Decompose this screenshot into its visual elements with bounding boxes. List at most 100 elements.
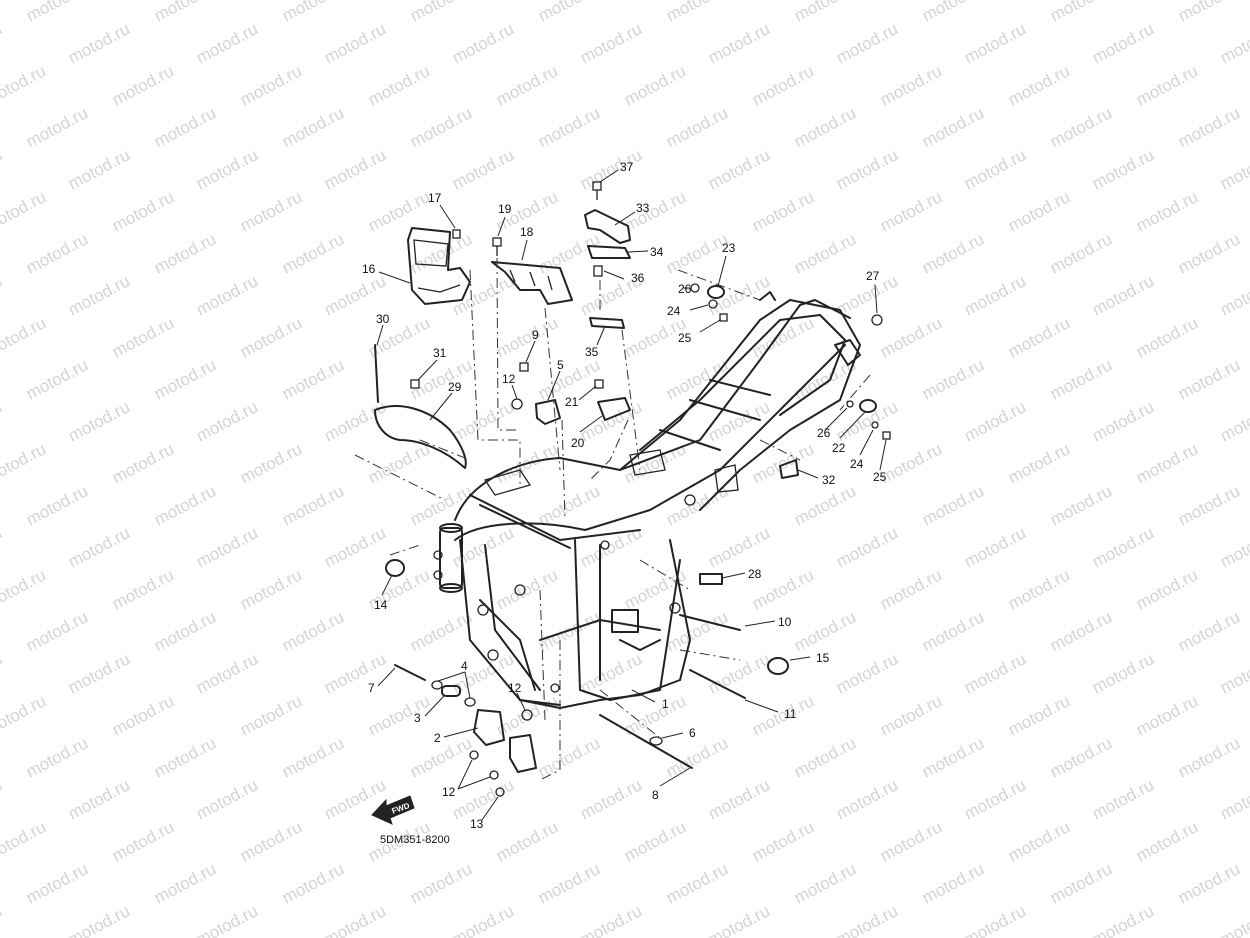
- watermark-text: motod.ru: [705, 901, 773, 938]
- watermark-text: motod.ru: [705, 19, 773, 67]
- watermark-text: motod.ru: [321, 523, 389, 571]
- callout-32: 32: [822, 473, 836, 487]
- watermark-text: motod.ru: [1217, 271, 1250, 319]
- watermark-text: motod.ru: [1175, 103, 1243, 151]
- watermark-text: motod.ru: [449, 397, 517, 445]
- callout-27: 27: [866, 269, 880, 283]
- callout-24b: 24: [850, 457, 864, 471]
- watermark-text: motod.ru: [0, 439, 49, 487]
- watermark-text: motod.ru: [0, 649, 5, 697]
- watermark-text: motod.ru: [237, 61, 305, 109]
- callout-14: 14: [374, 598, 388, 612]
- watermark-text: motod.ru: [65, 397, 133, 445]
- watermark-text: motod.ru: [1089, 901, 1157, 938]
- part-12d-nut: [489, 770, 499, 780]
- watermark-text: motod.ru: [1133, 691, 1201, 739]
- watermark-text: motod.ru: [23, 103, 91, 151]
- part-12-nut: [511, 398, 523, 410]
- watermark-text: motod.ru: [1217, 397, 1250, 445]
- watermark-text: motod.ru: [193, 649, 261, 697]
- watermark-text: motod.ru: [23, 355, 91, 403]
- watermark-text: motod.ru: [193, 523, 261, 571]
- watermark-text: motod.ru: [919, 481, 987, 529]
- watermark-text: motod.ru: [407, 859, 475, 907]
- watermark-text: motod.ru: [0, 397, 5, 445]
- part-3-collar: [441, 685, 461, 697]
- watermark-text: motod.ru: [1089, 397, 1157, 445]
- watermark-text: motod.ru: [193, 145, 261, 193]
- watermark-text: motod.ru: [535, 859, 603, 907]
- watermark-text: motod.ru: [535, 229, 603, 277]
- watermark-text: motod.ru: [1089, 19, 1157, 67]
- watermark-text: motod.ru: [621, 817, 689, 865]
- watermark-text: motod.ru: [919, 229, 987, 277]
- watermark-text: motod.ru: [0, 565, 49, 613]
- part-24b-washer: [871, 421, 879, 429]
- watermark-text: motod.ru: [833, 19, 901, 67]
- watermark-text: motod.ru: [877, 187, 945, 235]
- callout-3: 3: [414, 711, 421, 725]
- watermark-text: motod.ru: [193, 775, 261, 823]
- watermark-text: motod.ru: [0, 145, 5, 193]
- part-25-bolt: [719, 313, 728, 322]
- watermark-text: motod.ru: [961, 649, 1029, 697]
- watermark-text: motod.ru: [407, 481, 475, 529]
- callout-35: 35: [585, 345, 599, 359]
- callout-37: 37: [620, 160, 634, 174]
- watermark-text: motod.ru: [279, 733, 347, 781]
- watermark-text: motod.ru: [791, 103, 859, 151]
- watermark-text: motod.ru: [23, 229, 91, 277]
- watermark-text: motod.ru: [877, 691, 945, 739]
- part-12b-nut: [521, 709, 533, 721]
- callout-17: 17: [428, 191, 442, 205]
- watermark-text: motod.ru: [65, 271, 133, 319]
- watermark-text: motod.ru: [1005, 61, 1073, 109]
- watermark-text: motod.ru: [449, 901, 517, 938]
- watermark-text: motod.ru: [1175, 607, 1243, 655]
- diagram-code: 5DM351-8200: [380, 834, 450, 846]
- watermark-text: motod.ru: [791, 859, 859, 907]
- callout-12a: 12: [502, 372, 516, 386]
- watermark-text: motod.ru: [1005, 313, 1073, 361]
- watermark-text: motod.ru: [151, 229, 219, 277]
- callout-12b: 12: [508, 681, 522, 695]
- part-37-bolt: [592, 181, 602, 200]
- watermark-text: motod.ru: [1005, 187, 1073, 235]
- callout-labels: 1 2 3 4 5 6 7 8 9 10 11 12 12 12 13 14 1…: [362, 160, 887, 831]
- watermark-text: motod.ru: [663, 607, 731, 655]
- callout-18: 18: [520, 225, 534, 239]
- watermark-text: motod.ru: [151, 355, 219, 403]
- watermark-text: motod.ru: [535, 481, 603, 529]
- part-35-plate: [589, 317, 625, 329]
- watermark-text: motod.ru: [0, 187, 49, 235]
- watermark-text: motod.ru: [749, 817, 817, 865]
- part-2b-bracket: [509, 734, 537, 773]
- part-6-collar: [649, 736, 663, 746]
- watermark-text: motod.ru: [877, 565, 945, 613]
- callout-9: 9: [532, 328, 539, 342]
- watermark-text: motod.ru: [1005, 691, 1073, 739]
- watermark-text: motod.ru: [535, 0, 603, 26]
- part-28-plate: [699, 573, 723, 585]
- part-11-bolt: [689, 669, 746, 699]
- watermark-text: motod.ru: [151, 103, 219, 151]
- watermark-text: motod.ru: [23, 733, 91, 781]
- watermark-text: motod.ru: [0, 901, 5, 938]
- watermark-text: motod.ru: [279, 859, 347, 907]
- callout-16: 16: [362, 262, 376, 276]
- watermark-text: motod.ru: [577, 775, 645, 823]
- watermark-text: motod.ru: [833, 397, 901, 445]
- watermark-text: motod.ru: [407, 229, 475, 277]
- watermark-text: motod.ru: [833, 145, 901, 193]
- watermark-text: motod.ru: [705, 523, 773, 571]
- watermark-text: motod.ru: [279, 0, 347, 26]
- watermark-text: motod.ru: [321, 145, 389, 193]
- watermark-text: motod.ru: [279, 229, 347, 277]
- watermark-text: motod.ru: [237, 439, 305, 487]
- watermark-text: motod.ru: [109, 691, 177, 739]
- watermark-text: motod.ru: [749, 187, 817, 235]
- watermark-text: motod.ru: [493, 61, 561, 109]
- watermark-text: motod.ru: [237, 817, 305, 865]
- watermark-text: motod.ru: [791, 607, 859, 655]
- part-4-washer: [464, 697, 476, 707]
